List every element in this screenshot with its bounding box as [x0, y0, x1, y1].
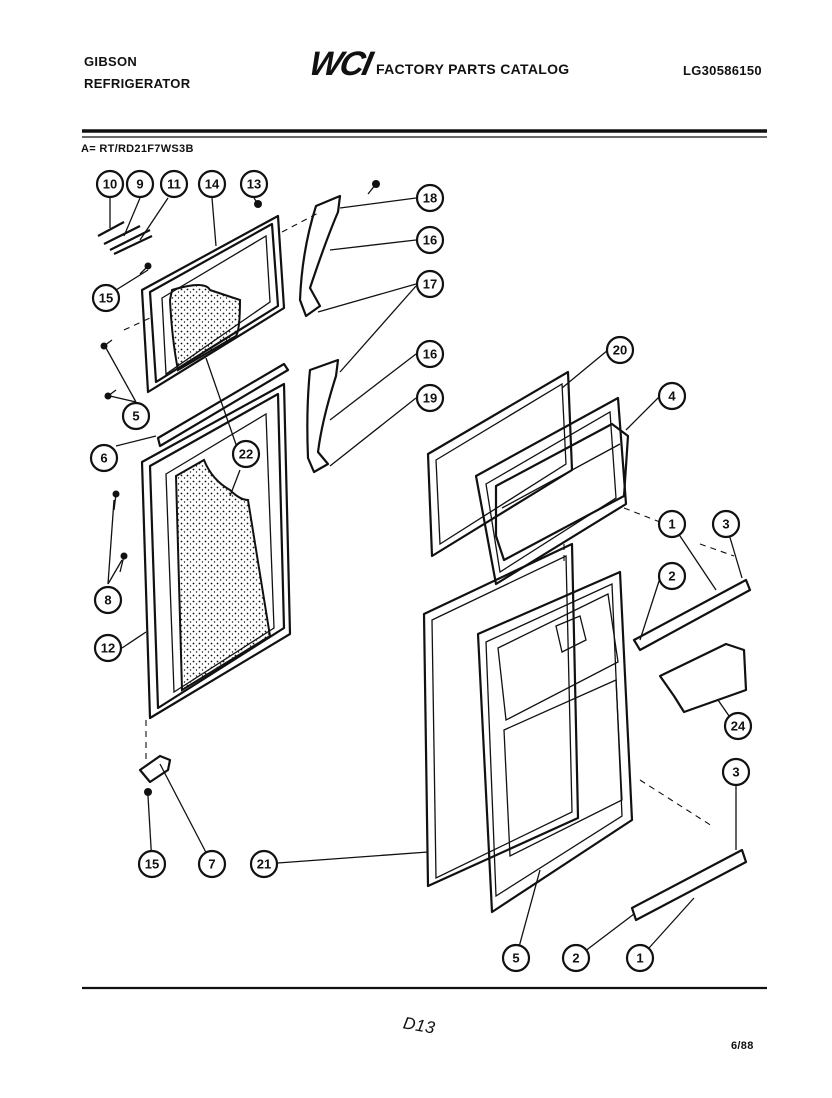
- svg-text:18: 18: [423, 191, 437, 206]
- callout-16-lower: 16: [415, 339, 445, 369]
- trim-strips: [97, 221, 153, 255]
- svg-text:16: 16: [423, 233, 437, 248]
- callout-4: 4: [657, 381, 687, 411]
- callout-11: 11: [159, 169, 189, 199]
- callout-5-lower: 5: [501, 943, 531, 973]
- svg-text:4: 4: [668, 389, 676, 404]
- freezer-door: [140, 214, 286, 394]
- callout-22: 22: [231, 439, 261, 469]
- screws: [100, 180, 380, 796]
- callout-8: 8: [93, 585, 123, 615]
- svg-text:15: 15: [145, 857, 159, 872]
- svg-text:16: 16: [423, 347, 437, 362]
- model-number: A= RT/RD21F7WS3B: [81, 143, 194, 155]
- svg-text:2: 2: [572, 951, 579, 966]
- svg-text:20: 20: [613, 343, 627, 358]
- svg-text:5: 5: [512, 951, 519, 966]
- callout-5-left: 5: [121, 401, 151, 431]
- svg-text:6: 6: [100, 451, 107, 466]
- door-handles: [298, 194, 342, 474]
- callout-17: 17: [415, 269, 445, 299]
- svg-text:22: 22: [239, 447, 253, 462]
- callout-18: 18: [415, 183, 445, 213]
- fresh-food-door: [140, 382, 292, 720]
- fresh-food-door-liner: [422, 542, 634, 914]
- svg-text:5: 5: [132, 409, 139, 424]
- callout-1-lower: 1: [625, 943, 655, 973]
- svg-text:21: 21: [257, 857, 271, 872]
- callout-15-lower: 15: [137, 849, 167, 879]
- svg-text:1: 1: [636, 951, 643, 966]
- callout-24: 24: [723, 711, 753, 741]
- divider-strip: [156, 362, 290, 448]
- svg-text:19: 19: [423, 391, 437, 406]
- svg-text:3: 3: [732, 765, 739, 780]
- svg-text:24: 24: [731, 719, 746, 734]
- callout-2-upper: 2: [657, 561, 687, 591]
- svg-text:17: 17: [423, 277, 437, 292]
- callout-19: 19: [415, 383, 445, 413]
- catalog-part-number: LG30586150: [683, 63, 762, 78]
- svg-text:1: 1: [668, 517, 675, 532]
- svg-text:13: 13: [247, 177, 261, 192]
- callout-6: 6: [89, 443, 119, 473]
- callout-3-lower: 3: [721, 757, 751, 787]
- brand-name: GIBSON: [84, 54, 138, 69]
- callout-3-upper: 3: [711, 509, 741, 539]
- callout-12: 12: [93, 633, 123, 663]
- callout-16-upper: 16: [415, 225, 445, 255]
- svg-text:12: 12: [101, 641, 115, 656]
- svg-text:3: 3: [722, 517, 729, 532]
- alignment-lines: [123, 211, 735, 827]
- svg-text:8: 8: [104, 593, 111, 608]
- svg-text:10: 10: [103, 177, 117, 192]
- callout-20: 20: [605, 335, 635, 365]
- svg-text:11: 11: [167, 177, 181, 192]
- callout-7: 7: [197, 849, 227, 879]
- svg-text:2: 2: [668, 569, 675, 584]
- product-type: REFRIGERATOR: [84, 76, 191, 91]
- lower-hinge: [138, 754, 172, 784]
- svg-text:9: 9: [136, 177, 143, 192]
- door-bin: [658, 642, 748, 714]
- callout-21: 21: [249, 849, 279, 879]
- svg-text:15: 15: [99, 291, 113, 306]
- catalog-title: FACTORY PARTS CATALOG: [376, 61, 570, 77]
- callout-1-upper: 1: [657, 509, 687, 539]
- freezer-door-liner: [426, 370, 630, 586]
- revision-date: 6/88: [731, 1040, 754, 1052]
- callout-10: 10: [95, 169, 125, 199]
- door-shelf-bars: [630, 578, 752, 922]
- callout-15-upper: 15: [91, 283, 121, 313]
- callout-2-lower: 2: [561, 943, 591, 973]
- svg-text:14: 14: [205, 177, 220, 192]
- callout-14: 14: [197, 169, 227, 199]
- callout-13: 13: [239, 169, 269, 199]
- callout-9: 9: [125, 169, 155, 199]
- svg-text:7: 7: [208, 857, 215, 872]
